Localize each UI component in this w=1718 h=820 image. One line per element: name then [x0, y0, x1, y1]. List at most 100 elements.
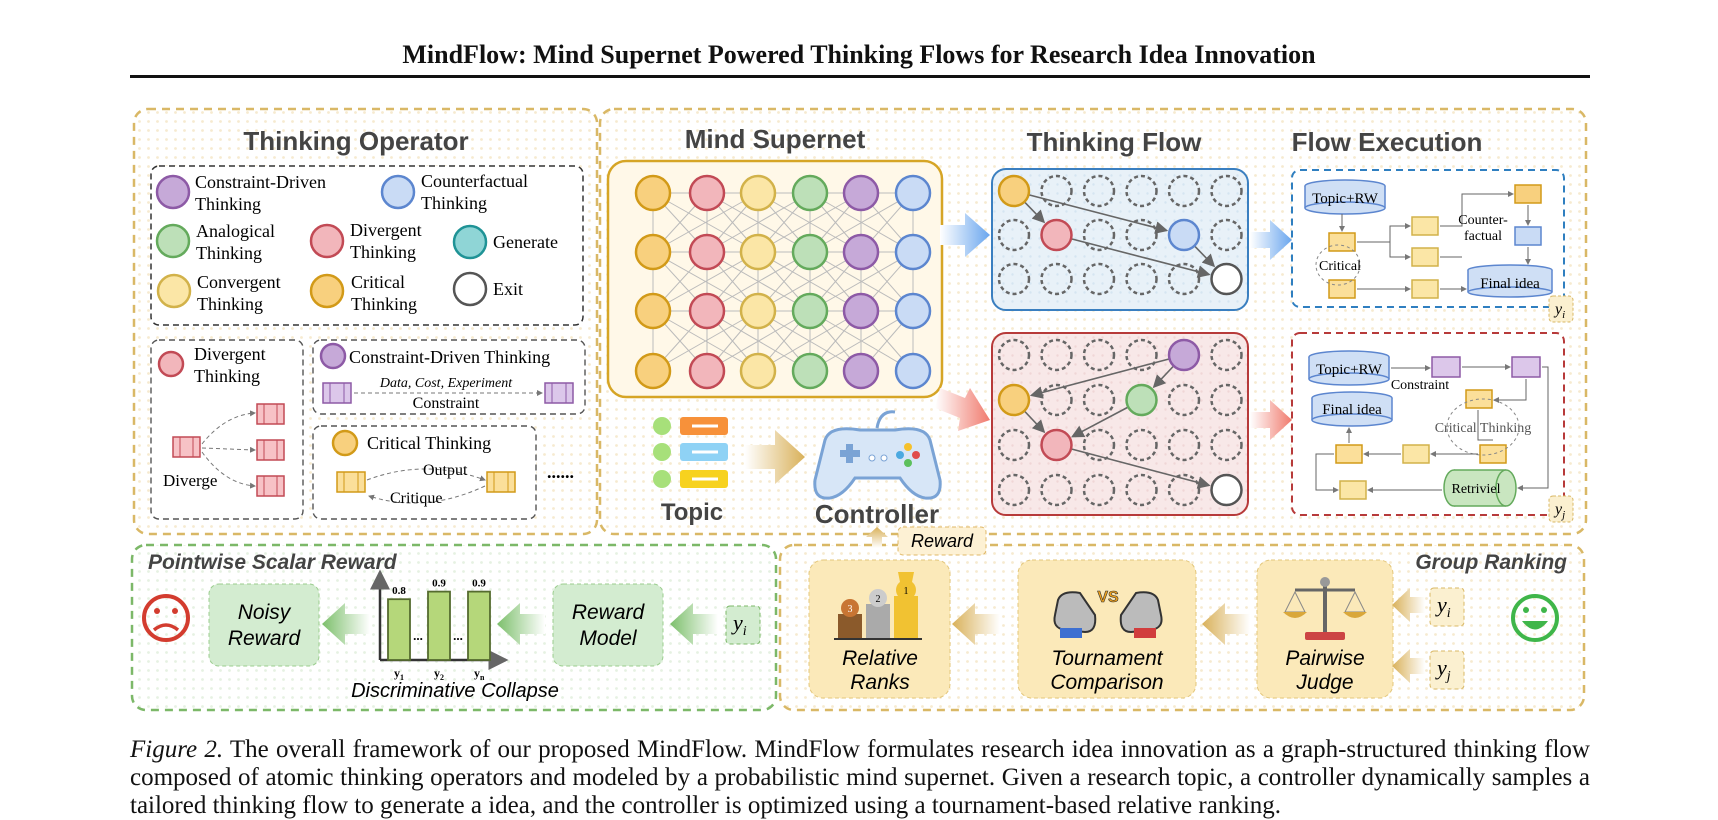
- flow-node-empty: [1167, 262, 1201, 296]
- legend-label: Thinking: [197, 294, 263, 314]
- legend-label: Thinking: [196, 243, 262, 263]
- exec-top-counter1: Counter-: [1458, 213, 1508, 228]
- relative-ranks-label: Relative: [842, 647, 918, 670]
- constraint-example-sub: Data, Cost, Experiment: [379, 376, 513, 391]
- supernet-node-constraint: [842, 352, 880, 390]
- svg-text:3: 3: [848, 604, 853, 615]
- exec-bottom-topic-rw: Topic+RW: [1316, 362, 1383, 378]
- supernet-edge: [652, 192, 759, 253]
- flow-node-counterfactual: [1167, 218, 1201, 252]
- generate-legend-icon: [452, 224, 488, 260]
- arrow-flow-to-exec-bottom: [1250, 400, 1292, 440]
- chart-bar-label: 0.9: [432, 578, 446, 590]
- topic-icon: [653, 417, 728, 488]
- reward-tag: [897, 526, 987, 556]
- exec-bottom-final-idea: Final idea: [1322, 402, 1382, 418]
- group-yj-box: [1429, 650, 1465, 690]
- flow-node-empty: [997, 262, 1031, 296]
- flow-node-empty: [997, 218, 1031, 252]
- legend-label: Counterfactual: [421, 171, 528, 191]
- chart-x-label: y1: [394, 666, 404, 682]
- supernet-node-convergent: [739, 233, 777, 271]
- diverge-diagram: [172, 403, 285, 497]
- critical-icon: [331, 429, 359, 457]
- counterfactual-legend-icon: [380, 174, 416, 210]
- supernet-node-constraint: [842, 174, 880, 212]
- supernet-edge: [809, 251, 914, 312]
- more-ellipsis: ......: [547, 462, 574, 482]
- constraint-icon: [319, 342, 347, 370]
- caption-text: The overall framework of our proposed Mi…: [130, 736, 1590, 819]
- arrow-supernet-to-flow-top: [940, 213, 990, 257]
- flow-node-critical: [997, 174, 1031, 208]
- divergent-example-label: Thinking: [194, 366, 260, 386]
- flow-node-empty: [1040, 473, 1073, 507]
- chart-dots: ...: [413, 628, 423, 643]
- critical-diagram: [336, 468, 516, 504]
- flow-node-empty: [1210, 428, 1243, 462]
- exec-top-counter2: factual: [1464, 229, 1502, 244]
- supernet-node-counterfactual: [894, 352, 932, 390]
- chart-bar: [387, 598, 411, 661]
- sad-face-icon: [142, 594, 190, 642]
- exec-top-critical: Critical: [1319, 259, 1361, 274]
- constraint-diagram: [322, 382, 574, 404]
- flow-node-empty: [1125, 218, 1158, 252]
- flow-node-empty: [997, 428, 1031, 462]
- flow-node-empty: [1040, 338, 1073, 372]
- flow-edge: [1194, 245, 1216, 268]
- reward-model-label: Reward: [572, 601, 646, 624]
- exec-bottom-retriviel: Retriviel: [1452, 482, 1501, 497]
- supernet-node-counterfactual: [894, 292, 932, 330]
- supernet-edge: [757, 192, 862, 253]
- discriminative-collapse-label: Discriminative Collapse: [351, 680, 559, 702]
- supernet-edge: [652, 251, 759, 312]
- group-yj: yj: [1435, 655, 1451, 684]
- arrow-to-reward-model: [670, 603, 718, 645]
- legend-label: Thinking: [421, 193, 487, 213]
- critical-example-title: Critical Thinking: [367, 433, 491, 453]
- reward-label: Reward: [911, 531, 974, 551]
- tournament-label: Tournament: [1051, 647, 1163, 670]
- legend-label: Generate: [493, 232, 558, 252]
- flow-node-empty: [1040, 383, 1073, 417]
- divergent-legend-icon: [309, 223, 345, 259]
- reward-model-label: Model: [579, 627, 638, 650]
- supernet-node-critical: [634, 352, 672, 390]
- framework-figure: Thinking Operator Mind Supernet Thinking…: [130, 107, 1588, 712]
- svg-text:2: 2: [876, 594, 881, 605]
- flow-edge: [1029, 194, 1169, 234]
- supernet-node-analogical: [791, 352, 829, 390]
- mind-supernet-box: [606, 159, 944, 399]
- supernet-edge: [757, 310, 862, 372]
- vs-gamepads-icon: VS: [1053, 589, 1163, 638]
- flow-node-critical: [997, 383, 1031, 417]
- legend-label: Thinking: [195, 194, 261, 214]
- supernet-node-constraint: [842, 292, 880, 330]
- topic-label: Topic: [661, 499, 723, 526]
- exec-bottom-y: yj: [1553, 501, 1565, 521]
- flow-node-empty: [1082, 262, 1116, 296]
- flow-execution-heading: Flow Execution: [1292, 127, 1483, 157]
- flow-node-empty: [1125, 262, 1158, 296]
- supernet-node-analogical: [791, 174, 829, 212]
- chart-x-label: y2: [434, 666, 444, 682]
- noisy-reward-box: [208, 583, 320, 667]
- supernet-node-counterfactual: [894, 174, 932, 212]
- bar-chart: 0.8y10.9y20.9yn......: [370, 569, 509, 682]
- mind-supernet-heading: Mind Supernet: [685, 124, 866, 154]
- group-yi-box: [1429, 587, 1465, 627]
- exec-top-y: yi: [1553, 301, 1565, 321]
- supernet-nodes: [634, 174, 932, 390]
- chart-x-label: yn: [474, 666, 485, 682]
- exec-top-final-idea: Final idea: [1480, 276, 1540, 292]
- chart-bar-label: 0.8: [392, 585, 406, 597]
- supernet-node-analogical: [791, 233, 829, 271]
- constraint-example-title: Constraint-Driven Thinking: [349, 347, 550, 367]
- exec-bottom-diagram: [1308, 350, 1574, 523]
- critical-critique-label: Critique: [390, 490, 442, 507]
- flow-edge: [1024, 411, 1046, 434]
- supernet-node-constraint: [842, 233, 880, 271]
- arrow-to-relative-ranks: [952, 603, 1000, 645]
- thinking-flow-top: [991, 168, 1249, 311]
